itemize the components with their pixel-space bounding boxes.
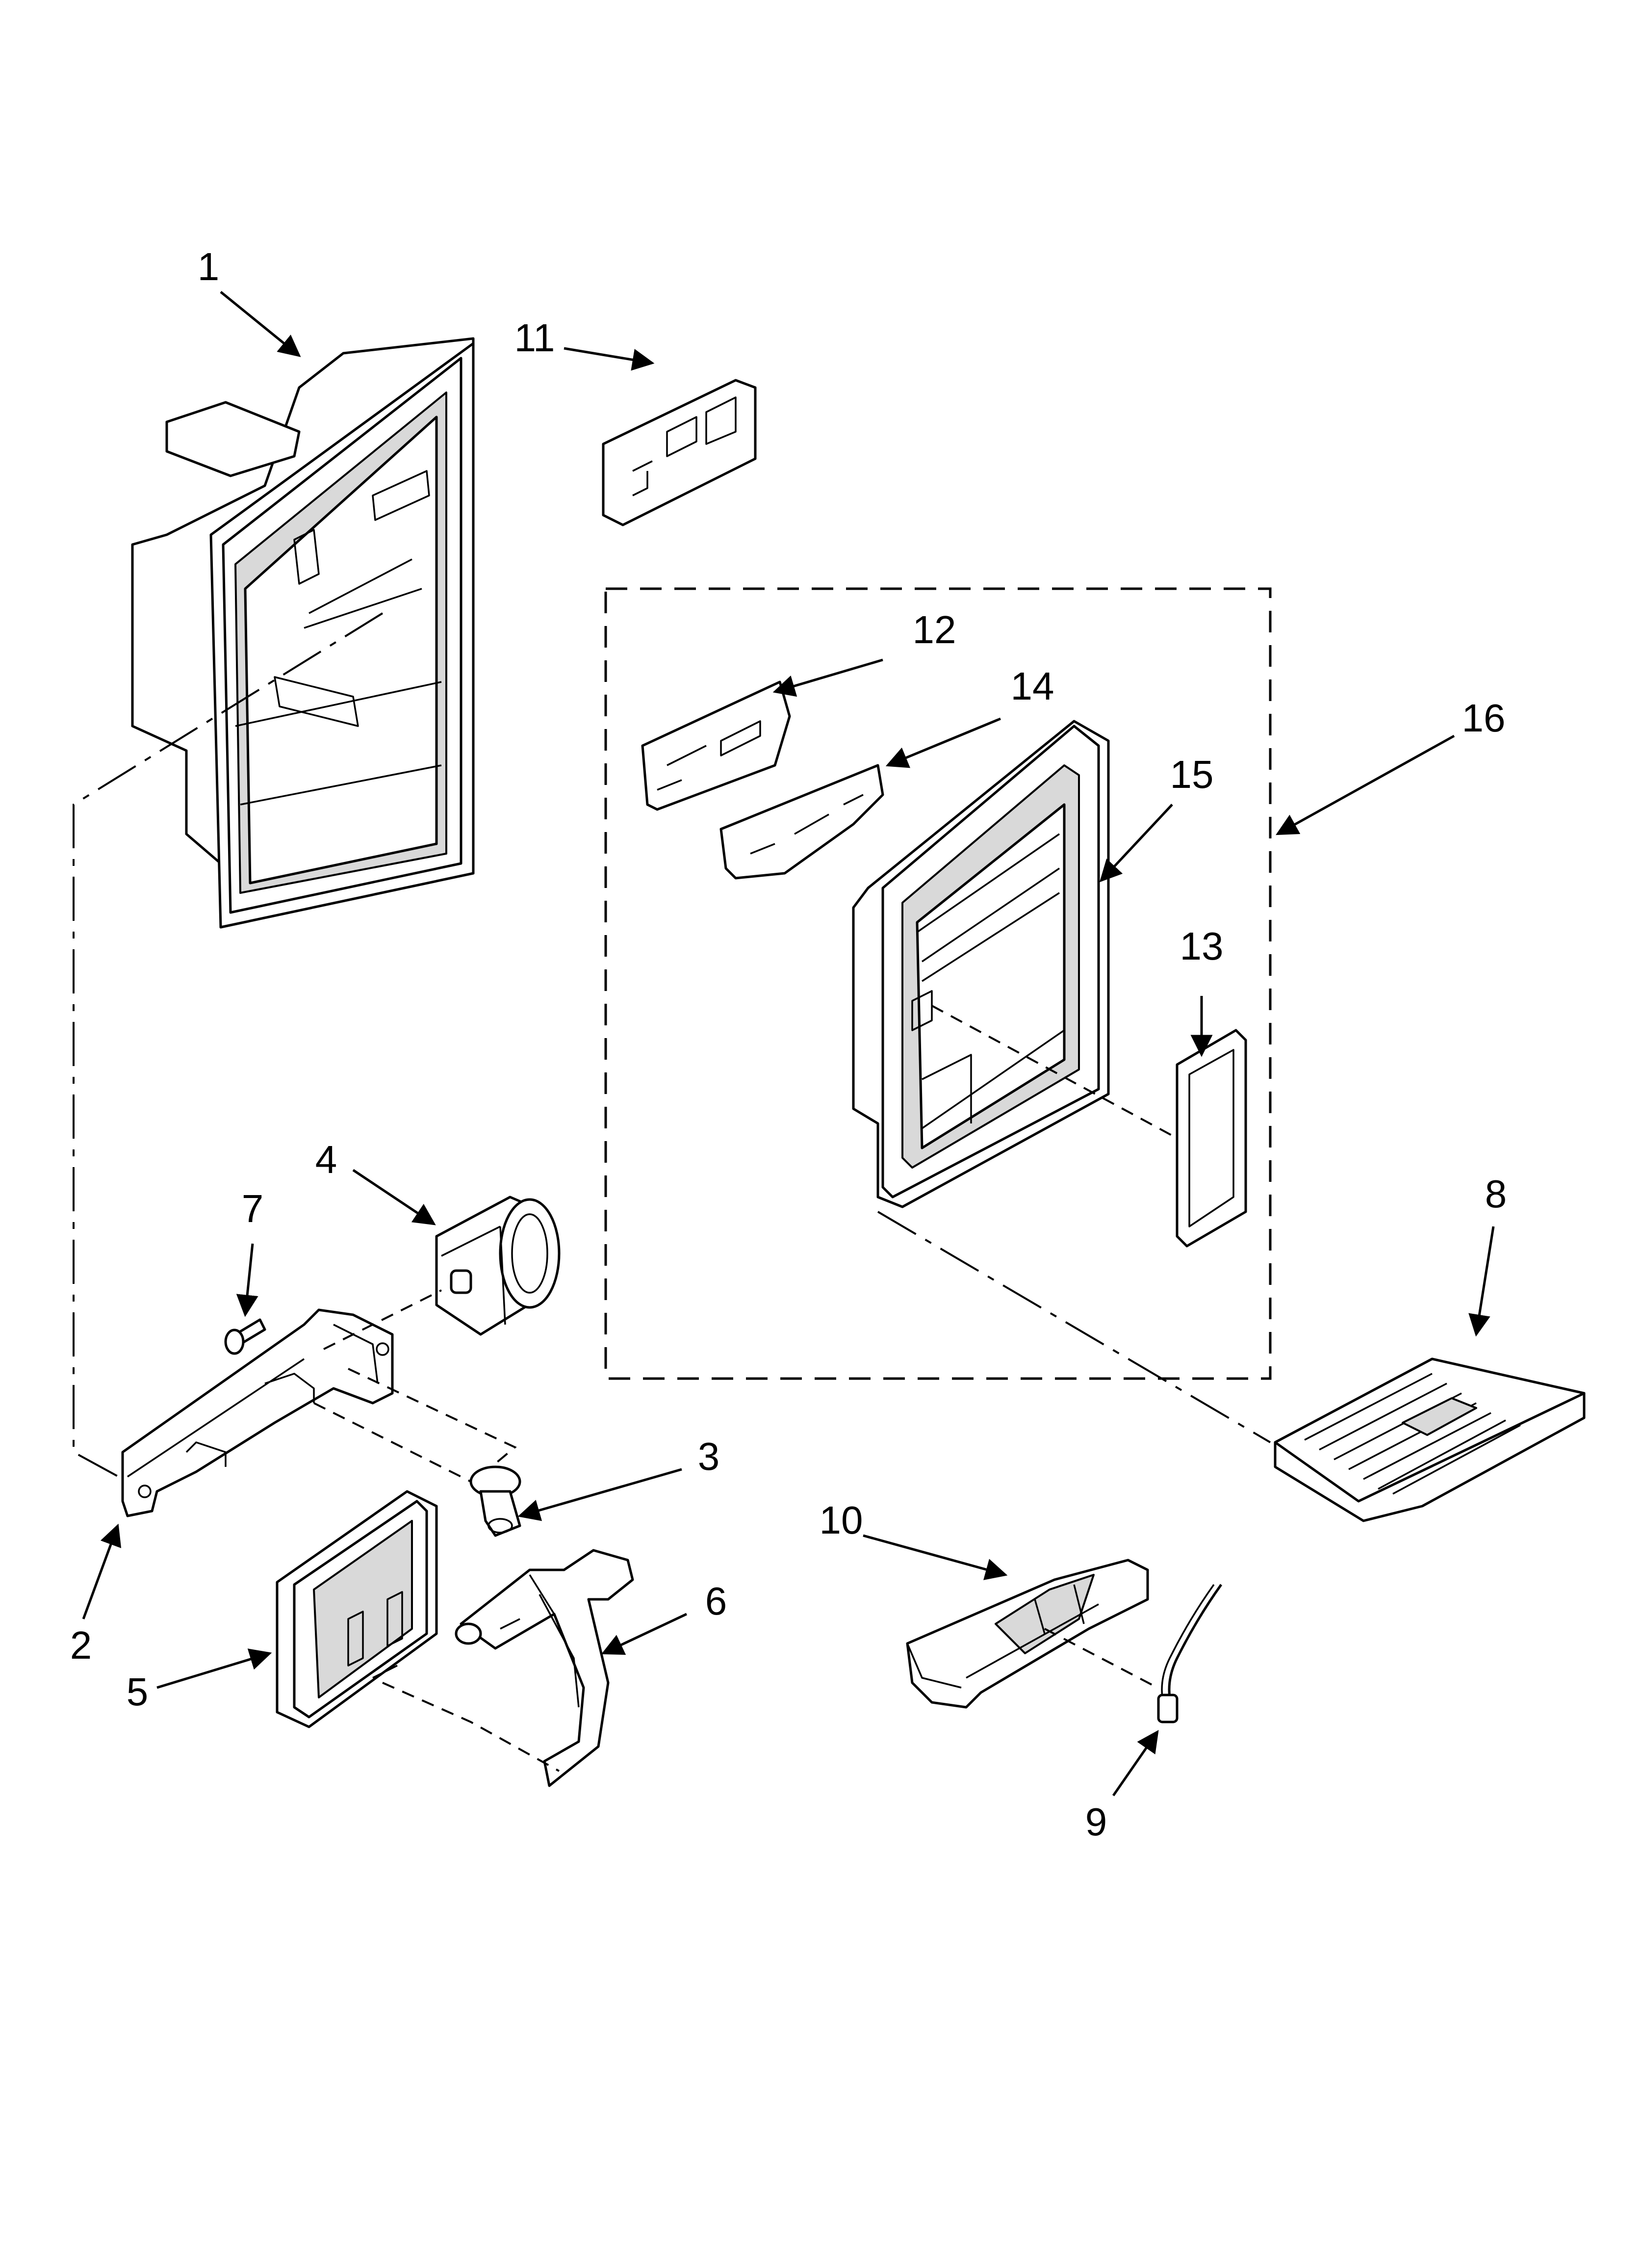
callout-9: 9 — [1085, 1800, 1107, 1844]
part-9-tube — [1157, 1584, 1223, 1723]
part-3-cam — [469, 1465, 521, 1537]
phantom-line-15-to-8 — [877, 1211, 1271, 1443]
callout-1: 1 — [198, 245, 220, 288]
part-14-switch-bracket — [719, 764, 884, 880]
leader-10 — [863, 1534, 1008, 1580]
callout-16: 16 — [1462, 696, 1506, 740]
part-6-actuator-arm — [455, 1549, 634, 1787]
callout-8: 8 — [1485, 1172, 1507, 1216]
leader-16 — [1276, 734, 1455, 835]
leader-12 — [772, 658, 883, 697]
callout-6: 6 — [705, 1579, 727, 1623]
hidden-line-4-to-2 — [313, 1289, 517, 1492]
part-15-dispenser-frame — [852, 720, 1110, 1208]
part-10-chute — [906, 1559, 1149, 1709]
leader-11 — [564, 347, 655, 371]
part-8-drip-tray — [1274, 1357, 1586, 1522]
part-12-bracket — [641, 680, 791, 811]
part-1-dispenser-housing — [131, 337, 475, 929]
callout-12: 12 — [913, 608, 956, 652]
part-2-bracket — [121, 1308, 394, 1517]
part-7-screw — [224, 1318, 266, 1355]
hidden-line-5-to-6 — [382, 1682, 560, 1772]
leader-5 — [156, 1648, 272, 1689]
leader-9 — [1112, 1730, 1159, 1797]
leader-3 — [517, 1468, 682, 1521]
leader-1 — [220, 291, 301, 357]
hidden-line-13-to-15 — [931, 1005, 1178, 1139]
part-13-paddle — [1176, 1029, 1247, 1248]
leader-14 — [885, 717, 1001, 768]
callout-10: 10 — [820, 1498, 863, 1542]
leader-15 — [1099, 804, 1173, 883]
leader-4 — [352, 1169, 436, 1225]
leader-2 — [82, 1523, 122, 1619]
part-4-motor — [435, 1196, 561, 1336]
leader-lines — [82, 291, 1495, 1797]
callout-7: 7 — [242, 1187, 264, 1230]
callout-2: 2 — [70, 1623, 92, 1667]
callout-15: 15 — [1170, 753, 1214, 796]
callout-labels: 1 2 3 4 5 6 7 8 9 10 11 12 13 14 15 16 — [70, 245, 1507, 1844]
callout-14: 14 — [1011, 664, 1054, 708]
callout-3: 3 — [698, 1434, 720, 1478]
leader-8 — [1468, 1226, 1495, 1337]
assembly-16-boundary — [604, 587, 1272, 1380]
phantom-line-1-to-2 — [73, 612, 384, 1483]
leader-7 — [236, 1243, 258, 1317]
callout-5: 5 — [127, 1670, 149, 1714]
leader-6 — [601, 1613, 688, 1655]
part-11-control-board — [602, 379, 757, 526]
callout-13: 13 — [1180, 924, 1224, 968]
callout-4: 4 — [315, 1138, 337, 1181]
part-5-front-cover — [276, 1490, 438, 1728]
callout-11: 11 — [514, 316, 555, 360]
